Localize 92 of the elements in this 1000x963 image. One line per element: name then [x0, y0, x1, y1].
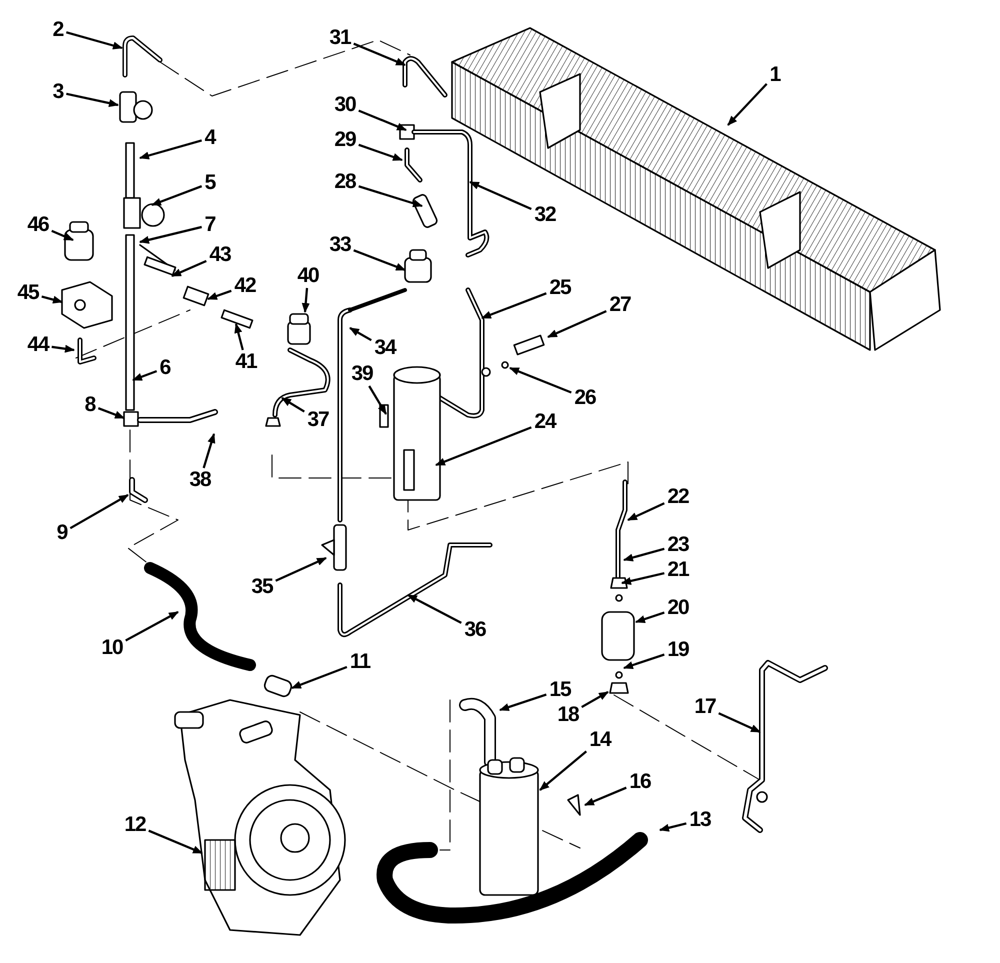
leader-line [621, 572, 665, 585]
leader-line [51, 230, 74, 242]
callout-number: 4 [204, 128, 216, 148]
leader-line [171, 260, 207, 277]
leader-line [70, 494, 129, 530]
leader-line [353, 42, 406, 66]
leader-line [281, 397, 305, 413]
leader-line [275, 557, 327, 582]
leader-line [358, 185, 423, 208]
callout-number: 42 [234, 276, 256, 296]
leader-line [52, 344, 75, 353]
leader-line [547, 310, 607, 338]
callout-number: 36 [464, 620, 486, 640]
callout-number: 32 [534, 205, 556, 225]
callout-number: 24 [534, 412, 556, 432]
leader-line [727, 83, 768, 126]
leader-line [291, 666, 348, 690]
callout-number: 28 [334, 172, 356, 192]
callout-number: 12 [124, 815, 146, 835]
callout-number: 9 [56, 523, 68, 543]
leader-line [635, 612, 665, 624]
leader-line [349, 327, 372, 342]
leader-line [584, 786, 627, 806]
callout-number: 38 [189, 470, 211, 490]
leader-line [539, 750, 587, 791]
leader-line [98, 407, 125, 420]
leader-line [353, 249, 406, 272]
leader-line [302, 288, 310, 313]
leader-line [481, 292, 547, 320]
leader-line [469, 181, 532, 210]
callout-number: 18 [557, 705, 579, 725]
callout-number: 7 [204, 215, 216, 235]
callout-number: 46 [27, 215, 49, 235]
leader-line [435, 426, 532, 466]
callout-number: 1 [770, 65, 780, 85]
leader-line [66, 31, 123, 50]
leader-line [202, 433, 216, 468]
callout-number: 15 [549, 680, 571, 700]
callout-number: 43 [209, 245, 231, 265]
callout-number: 29 [334, 130, 356, 150]
leader-line [627, 502, 665, 521]
callout-number: 34 [374, 338, 396, 358]
leader-line [148, 830, 203, 854]
callout-number: 25 [549, 278, 571, 298]
callout-number: 40 [297, 266, 319, 286]
callout-number: 3 [52, 82, 64, 102]
callout-number: 37 [307, 410, 329, 430]
leader-line [358, 144, 403, 162]
callout-number: 30 [334, 95, 356, 115]
callout-number: 11 [350, 652, 370, 672]
callout-number: 17 [694, 697, 716, 717]
callout-number: 39 [351, 364, 373, 384]
leader-line [41, 296, 63, 304]
leader-line [139, 139, 202, 160]
leader-line [407, 594, 462, 624]
leader-line [623, 654, 665, 670]
callout-number: 8 [84, 395, 96, 415]
leader-line [718, 712, 761, 733]
callout-number: 6 [160, 358, 170, 378]
callout-number: 35 [251, 577, 273, 597]
callout-number: 44 [27, 335, 49, 355]
callout-number: 16 [629, 772, 651, 792]
callout-number: 27 [609, 295, 631, 315]
leader-line [66, 92, 119, 107]
callout-number: 14 [589, 730, 611, 750]
leader-line [623, 548, 665, 562]
leader-line [358, 110, 407, 132]
callout-number: 23 [667, 535, 689, 555]
callout-number: 10 [101, 638, 123, 658]
leader-line [234, 323, 244, 350]
callout-number: 2 [52, 20, 64, 40]
leader-line [207, 290, 232, 300]
callout-number: 22 [667, 487, 689, 507]
leader-line [139, 226, 202, 244]
callout-number: 5 [204, 173, 216, 193]
leader-line [659, 822, 687, 832]
callout-number: 13 [689, 810, 711, 830]
callout-number: 19 [667, 640, 689, 660]
leader-line [368, 385, 387, 415]
leader-line [509, 366, 572, 394]
callout-number: 33 [329, 235, 351, 255]
leader-line [151, 185, 202, 206]
callout-number: 20 [667, 598, 689, 618]
callout-number: 26 [574, 388, 596, 408]
callout-number: 41 [235, 352, 257, 372]
callout-number: 31 [329, 28, 351, 48]
leader-line [581, 691, 609, 708]
callout-number: 45 [17, 283, 39, 303]
leader-line [499, 694, 547, 712]
leader-line [125, 611, 179, 642]
leader-line [132, 370, 158, 382]
callout-number: 21 [667, 560, 689, 580]
